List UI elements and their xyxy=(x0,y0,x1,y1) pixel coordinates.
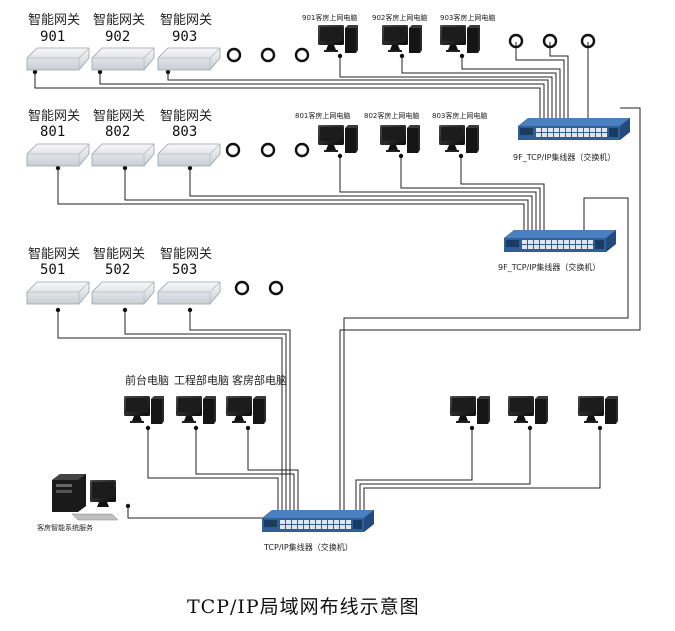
port-ring-icons xyxy=(225,142,310,158)
switch-label: 9F_TCP/IP集线器（交换机） xyxy=(498,262,600,272)
main-switch-group: TCP/IP集线器（交换机） xyxy=(262,510,374,552)
pc-label: 802客房上网电脑 xyxy=(364,111,419,120)
switch-icon xyxy=(504,230,616,252)
computer-icon xyxy=(318,125,358,153)
department-label: 客房部电脑 xyxy=(232,373,287,387)
gateway-label: 智能网关 xyxy=(160,109,212,124)
computer-icon xyxy=(508,396,548,424)
room-number: 903 xyxy=(172,29,197,45)
pc-label: 801客房上网电脑 xyxy=(295,111,350,120)
gateway-label: 智能网关 xyxy=(93,13,145,28)
gateway-label: 智能网关 xyxy=(93,109,145,124)
gateway-device-icon xyxy=(157,143,221,167)
pc-label: 902客房上网电脑 xyxy=(372,13,427,22)
switch-icon xyxy=(518,118,630,140)
computer-icon xyxy=(450,396,490,424)
computer-icon xyxy=(578,396,618,424)
office-computers: 前台电脑 工程部电脑 客房部电脑 xyxy=(124,373,618,424)
server-label: 客房智能系统服务 xyxy=(37,523,93,532)
floor-8: 智能网关 智能网关 智能网关 801 802 803 801客房上网电脑 802… xyxy=(26,109,616,272)
pc-label: 903客房上网电脑 xyxy=(440,13,495,22)
gateway-label: 智能网关 xyxy=(28,247,80,262)
computer-icon xyxy=(440,25,480,53)
gateway-device-icon xyxy=(26,47,90,71)
gateway-device-icon xyxy=(26,281,90,305)
server-group: 客房智能系统服务 xyxy=(37,473,119,532)
room-number: 501 xyxy=(40,262,65,278)
department-label: 前台电脑 xyxy=(125,373,169,387)
gateway-label: 智能网关 xyxy=(160,247,212,262)
switch-label: 9F_TCP/IP集线器（交换机） xyxy=(513,152,615,162)
server-icon xyxy=(51,473,119,521)
connection-dots xyxy=(32,53,603,509)
pc-label: 901客房上网电脑 xyxy=(302,13,357,22)
gateway-label: 智能网关 xyxy=(28,13,80,28)
diagram-title: TCP/IP局域网布线示意图 xyxy=(187,596,420,618)
room-number: 802 xyxy=(105,124,130,140)
computer-icon xyxy=(318,25,358,53)
gateway-label: 智能网关 xyxy=(160,13,212,28)
floor-5: 智能网关 智能网关 智能网关 501 502 503 xyxy=(26,247,284,305)
gateway-device-icon xyxy=(91,143,155,167)
gateway-device-icon xyxy=(91,281,155,305)
main-switch-label: TCP/IP集线器（交换机） xyxy=(263,542,353,552)
port-ring-icons xyxy=(226,33,596,63)
computer-icon xyxy=(176,396,216,424)
floor-9: 智能网关 智能网关 智能网关 901 902 903 901客房上网电脑 902… xyxy=(26,13,630,162)
computer-icon xyxy=(382,25,422,53)
computer-icon xyxy=(439,125,479,153)
port-ring-icons xyxy=(234,280,284,296)
wires xyxy=(34,42,641,519)
computer-icon xyxy=(226,396,266,424)
pc-label: 803客房上网电脑 xyxy=(432,111,487,120)
room-number: 502 xyxy=(105,262,130,278)
room-number: 902 xyxy=(105,29,130,45)
room-number: 803 xyxy=(172,124,197,140)
gateway-device-icon xyxy=(91,47,155,71)
computer-icon xyxy=(380,125,420,153)
room-number: 503 xyxy=(172,262,197,278)
gateway-label: 智能网关 xyxy=(93,247,145,262)
department-label: 工程部电脑 xyxy=(174,373,229,387)
gateway-device-icon xyxy=(157,47,221,71)
gateway-device-icon xyxy=(26,143,90,167)
gateway-label: 智能网关 xyxy=(28,109,80,124)
gateway-device-icon xyxy=(157,281,221,305)
switch-icon xyxy=(262,510,374,532)
computer-icon xyxy=(124,396,164,424)
room-number: 801 xyxy=(40,124,65,140)
room-number: 901 xyxy=(40,29,65,45)
